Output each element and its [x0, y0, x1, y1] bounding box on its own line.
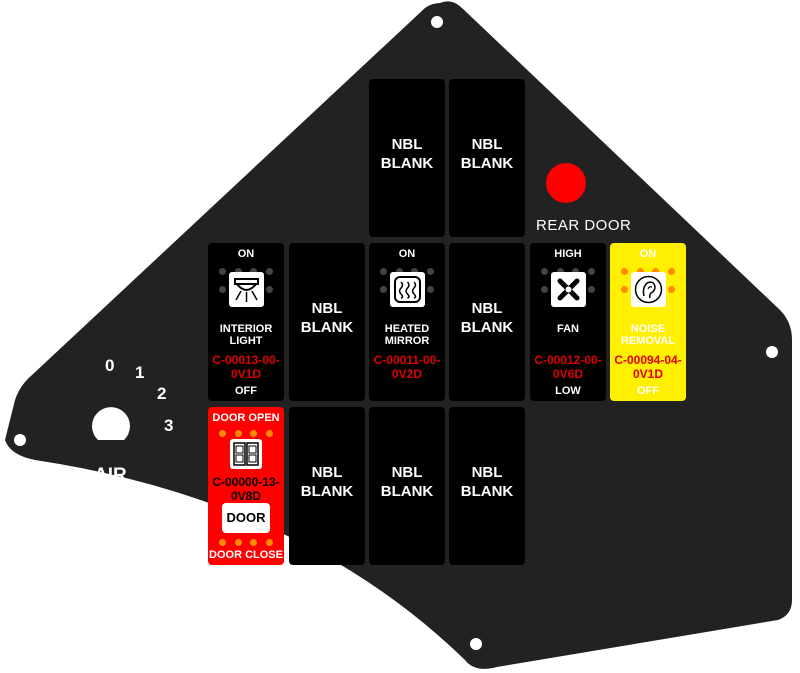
mounting-hole-bottom: [470, 638, 482, 650]
switch-top-label: HIGH: [554, 248, 582, 260]
indicator-dot: [541, 268, 548, 275]
switch-blank-5[interactable]: NBL BLANK: [289, 407, 365, 565]
indicator-dot: [219, 539, 226, 546]
fan-icon: [551, 272, 586, 307]
door-icon: [230, 439, 262, 469]
blank-label: NBL BLANK: [380, 136, 434, 172]
switch-top-label: ON: [237, 248, 255, 260]
switch-heated-mirror[interactable]: ON HEATED MIRROR C-00011-00- 0V2D: [369, 243, 445, 401]
blank-label: NBL BLANK: [460, 464, 514, 500]
blank-label: NBL BLANK: [300, 464, 354, 500]
switch-label: NOISE REMOVAL: [620, 323, 676, 347]
rear-door-button[interactable]: [546, 163, 586, 203]
indicator-dot: [587, 268, 595, 275]
indicator-dots: [380, 286, 434, 293]
knob-position-1: 1: [135, 363, 145, 382]
mounting-hole-left: [14, 434, 26, 446]
knob-position-2: 2: [157, 384, 167, 403]
switch-label: HEATED MIRROR: [384, 323, 430, 347]
heated-mirror-icon: [390, 272, 425, 307]
indicator-dot: [621, 286, 628, 293]
indicator-dot: [219, 286, 226, 293]
indicator-dots: [621, 286, 675, 293]
switch-bottom-label: OFF: [235, 385, 257, 397]
indicator-dots: [541, 286, 595, 293]
indicator-dot: [265, 268, 273, 275]
switch-blank-3[interactable]: NBL BLANK: [289, 243, 365, 401]
indicator-dot: [219, 430, 226, 437]
indicator-dot: [380, 286, 387, 293]
mounting-hole-right: [766, 346, 778, 358]
indicator-dot: [411, 268, 419, 275]
switch-label: INTERIOR LIGHT: [219, 323, 273, 347]
knob-position-0: 0: [105, 356, 115, 375]
indicator-dot: [395, 268, 403, 275]
blank-label: NBL BLANK: [460, 136, 514, 172]
switch-blank-4[interactable]: NBL BLANK: [449, 243, 525, 401]
indicator-dot: [572, 268, 580, 275]
switch-top-label: ON: [398, 248, 416, 260]
switch-label: FAN: [557, 323, 579, 335]
air-knob[interactable]: [91, 407, 130, 440]
indicator-dot: [668, 286, 675, 293]
mounting-hole-top: [431, 16, 443, 28]
switch-bottom-label: DOOR CLOSE: [209, 549, 283, 561]
indicator-dots: [541, 268, 595, 275]
indicator-dots: [380, 268, 434, 275]
indicator-dot: [652, 268, 660, 275]
rear-door-label: REAR DOOR: [536, 217, 632, 234]
indicator-dot: [250, 539, 258, 546]
switch-top-label: ON: [639, 248, 657, 260]
indicator-dot: [588, 286, 595, 293]
switch-bottom-label: OFF: [637, 385, 659, 397]
switch-code: C-00013-00- 0V1D: [212, 353, 280, 381]
indicator-dots: [219, 539, 273, 546]
indicator-dot: [250, 268, 258, 275]
switch-code: C-00012-00- 0V6D: [534, 353, 602, 381]
switch-top-label: DOOR OPEN: [212, 412, 280, 424]
indicator-dot: [636, 268, 644, 275]
blank-label: NBL BLANK: [460, 300, 514, 336]
indicator-dot: [380, 268, 387, 275]
indicator-dots: [219, 286, 273, 293]
door-button[interactable]: DOOR: [222, 503, 270, 533]
indicator-dot: [234, 430, 242, 437]
indicator-dot: [556, 268, 564, 275]
switch-noise-removal[interactable]: ON NOISE REMOVAL C-00094-04- 0V1D OFF: [610, 243, 686, 401]
switch-blank-2[interactable]: NBL BLANK: [449, 79, 525, 237]
switch-door[interactable]: DOOR OPEN C-00000-13- 0V8D DOOR DOOR CLO…: [208, 407, 284, 565]
blank-label: NBL BLANK: [300, 300, 354, 336]
switch-code: C-00011-00- 0V2D: [373, 353, 441, 381]
indicator-dot: [667, 268, 675, 275]
indicator-dots: [621, 268, 675, 275]
indicator-dot: [427, 286, 434, 293]
switch-code: C-00094-04- 0V1D: [614, 353, 682, 381]
switch-blank-1[interactable]: NBL BLANK: [369, 79, 445, 237]
indicator-dot: [234, 268, 242, 275]
switch-bottom-label: LOW: [555, 385, 581, 397]
ear-icon: [631, 272, 666, 307]
indicator-dots: [219, 268, 273, 275]
blank-label: NBL BLANK: [380, 464, 434, 500]
interior-light-icon: [229, 272, 264, 307]
indicator-dot: [541, 286, 548, 293]
indicator-dot: [250, 430, 258, 437]
switch-blank-6[interactable]: NBL BLANK: [369, 407, 445, 565]
indicator-dot: [234, 539, 242, 546]
indicator-dot: [266, 286, 273, 293]
indicator-dot: [265, 539, 273, 546]
switch-blank-7[interactable]: NBL BLANK: [449, 407, 525, 565]
indicator-dot: [621, 268, 628, 275]
indicator-dot: [265, 430, 273, 437]
knob-position-3: 3: [164, 416, 174, 435]
air-label: AIR: [94, 465, 127, 486]
indicator-dot: [426, 268, 434, 275]
switch-interior-light[interactable]: ON INTERIOR LIGHT C-00013-00- 0V1D OFF: [208, 243, 284, 401]
switch-fan[interactable]: HIGH FAN C-00012-00- 0V6D LOW: [530, 243, 606, 401]
indicator-dot: [219, 268, 226, 275]
indicator-dots: [219, 430, 273, 437]
switch-code: C-00000-13- 0V8D: [212, 475, 280, 503]
